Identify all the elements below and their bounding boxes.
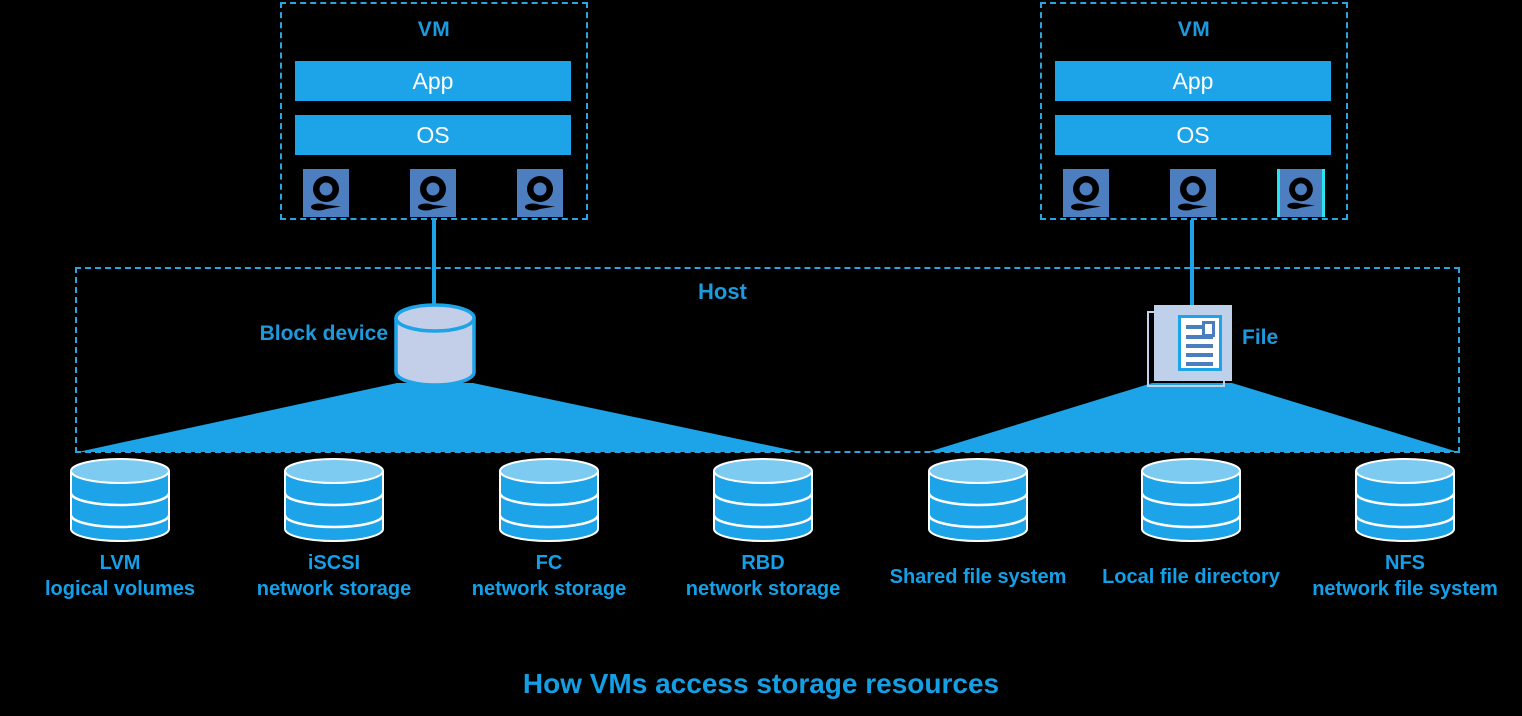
storage-label-line1: Shared file system — [889, 566, 1067, 588]
storage-label-nfs: NFS network file system — [1290, 550, 1520, 602]
storage-label-line2: network storage — [685, 578, 841, 600]
storage-label-shared-file-system: Shared file system — [863, 564, 1093, 590]
vm-left-app-bar: App — [295, 61, 571, 101]
storage-database-icon — [713, 458, 813, 542]
hard-disk-icon — [517, 169, 563, 217]
storage-label-rbd: RBD network storage — [648, 550, 878, 602]
vm-to-file-connector — [1190, 220, 1194, 312]
storage-label-lvm: LVM logical volumes — [5, 550, 235, 602]
vm-box-right: VM App OS — [1040, 2, 1348, 220]
storage-database-icon — [1355, 458, 1455, 542]
hard-disk-icon — [303, 169, 349, 217]
file-document-icon — [1147, 305, 1237, 389]
hard-disk-icon — [410, 169, 456, 217]
block-device-cylinder-icon — [394, 303, 476, 387]
storage-label-local-file-directory: Local file directory — [1076, 564, 1306, 590]
vm-right-title: VM — [1177, 18, 1211, 41]
hard-disk-icon — [1063, 169, 1109, 217]
vm-to-block-device-connector — [432, 220, 436, 312]
vm-left-os-bar: OS — [295, 115, 571, 155]
storage-label-line2: network file system — [1312, 578, 1498, 600]
storage-label-line1: iSCSI — [307, 552, 361, 574]
diagram-title: How VMs access storage resources — [522, 668, 1000, 699]
vm-right-os-bar: OS — [1055, 115, 1331, 155]
storage-label-line2: network storage — [471, 578, 627, 600]
storage-label-line1: Local file directory — [1102, 566, 1280, 588]
storage-database-icon — [70, 458, 170, 542]
storage-label-line2: network storage — [256, 578, 412, 600]
storage-label-line2: logical volumes — [44, 578, 196, 600]
storage-database-icon — [928, 458, 1028, 542]
storage-label-line1: RBD — [741, 552, 785, 574]
file-icon-square — [1154, 305, 1232, 381]
vm-right-app-bar: App — [1055, 61, 1331, 101]
storage-database-icon — [499, 458, 599, 542]
block-device-label: Block device — [259, 322, 388, 345]
document-glyph — [1178, 315, 1222, 371]
host-box — [75, 267, 1460, 453]
vm-left-title: VM — [417, 18, 451, 41]
left-funnel-shape — [78, 383, 800, 452]
vm-box-left: VM App OS — [280, 2, 588, 220]
file-label: File — [1242, 326, 1279, 349]
storage-database-icon — [284, 458, 384, 542]
storage-label-fc: FC network storage — [434, 550, 664, 602]
storage-label-line1: FC — [535, 552, 563, 574]
hard-disk-icon — [1170, 169, 1216, 217]
storage-label-iscsi: iSCSI network storage — [219, 550, 449, 602]
right-funnel-shape — [928, 383, 1458, 452]
storage-database-icon — [1141, 458, 1241, 542]
storage-label-line1: NFS — [1385, 552, 1425, 574]
host-label: Host — [698, 279, 747, 304]
storage-label-line1: LVM — [99, 552, 141, 574]
hard-disk-icon-selected — [1277, 169, 1325, 217]
